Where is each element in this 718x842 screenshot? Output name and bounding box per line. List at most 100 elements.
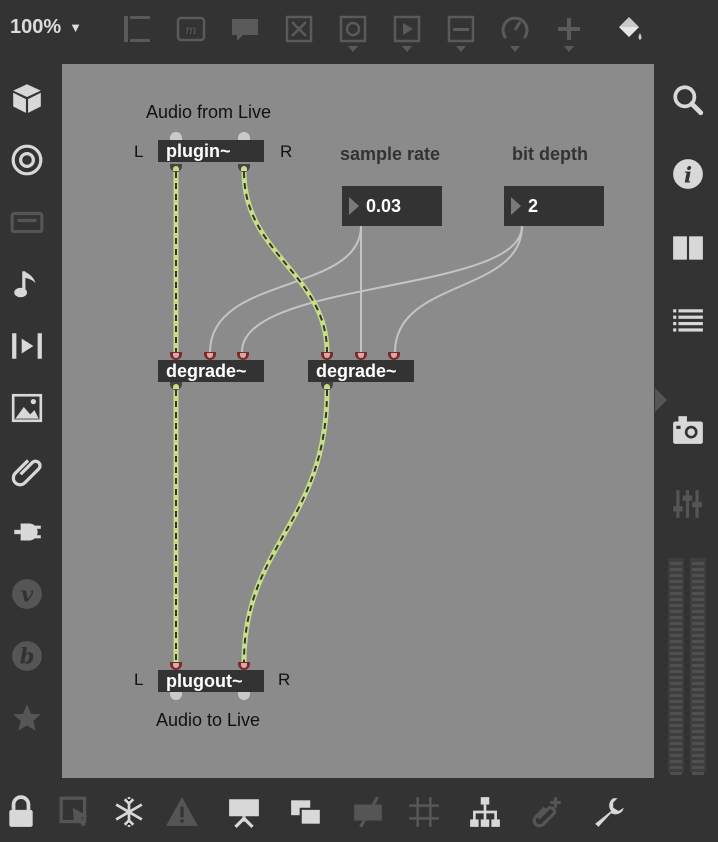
meter-segment <box>692 760 704 763</box>
bit-depth-number[interactable]: 2 <box>504 186 604 226</box>
plugout-outlet-r[interactable] <box>238 692 250 700</box>
meter-segment <box>692 610 704 613</box>
device-icon[interactable] <box>9 204 45 240</box>
sample-rate-number[interactable]: 0.03 <box>342 186 442 226</box>
add-attachment-icon[interactable] <box>529 794 565 830</box>
hierarchy-icon[interactable] <box>467 794 503 830</box>
degrade-left-inlet-2[interactable] <box>204 352 216 360</box>
no-device-icon[interactable] <box>350 794 386 830</box>
patcher-canvas[interactable]: Audio from Live L R plugin~ sample rate … <box>62 64 654 778</box>
meter-segment <box>670 616 682 619</box>
svg-text:m: m <box>185 23 196 37</box>
warning-icon[interactable] <box>164 794 200 830</box>
meter-segment <box>670 754 682 757</box>
degrade-left-inlet-1[interactable] <box>170 352 182 360</box>
svg-text:v: v <box>21 582 34 607</box>
meter-left <box>668 558 684 775</box>
toggle-icon[interactable] <box>282 12 316 46</box>
plugin-inlet-r[interactable] <box>238 132 250 140</box>
play-icon[interactable] <box>390 12 424 52</box>
label-r-top: R <box>280 142 293 161</box>
meter-segment <box>692 700 704 703</box>
target-icon[interactable] <box>9 142 45 178</box>
degrade-right-inlet-3[interactable] <box>388 352 400 360</box>
meter-segment <box>670 724 682 727</box>
svg-text:b: b <box>20 644 35 669</box>
number-arrow-icon <box>349 197 359 215</box>
meter-segment <box>692 586 704 589</box>
degrade-right-object[interactable]: degrade~ <box>308 360 414 382</box>
windows-icon[interactable] <box>288 794 324 830</box>
meter-segment <box>692 706 704 709</box>
degrade-left-object[interactable]: degrade~ <box>158 360 264 382</box>
meter-segment <box>692 634 704 637</box>
zoom-menu[interactable]: 100% ▼ <box>10 16 82 39</box>
degrade-left-inlet-3[interactable] <box>237 352 249 360</box>
meter-segment <box>692 676 704 679</box>
sample-rate-value: 0.03 <box>366 196 402 216</box>
package-icon[interactable] <box>9 80 45 116</box>
plugin-outlet-l[interactable] <box>170 164 182 172</box>
meter-segment <box>670 736 682 739</box>
dial-icon[interactable] <box>498 12 532 52</box>
meter-segment <box>692 574 704 577</box>
paperclip-icon[interactable] <box>9 452 45 488</box>
meter-segment <box>670 652 682 655</box>
lock-icon[interactable] <box>3 794 39 830</box>
music-note-icon[interactable] <box>9 266 45 302</box>
meter-segment <box>692 592 704 595</box>
degrade-right-inlet-2[interactable] <box>355 352 367 360</box>
chevron-down-icon: ▼ <box>69 20 83 35</box>
plugout-object[interactable]: plugout~ <box>158 670 264 692</box>
grid-icon[interactable] <box>406 794 442 830</box>
degrade-right-inlet-1[interactable] <box>321 352 333 360</box>
patch-cords <box>173 171 523 663</box>
mixer-icon[interactable] <box>670 486 706 522</box>
meter-segment <box>670 562 682 565</box>
meter-segment <box>692 748 704 751</box>
paint-bucket-icon[interactable] <box>612 12 646 46</box>
meter-segment <box>692 724 704 727</box>
meter-segment <box>670 688 682 691</box>
collapse-arrow-icon[interactable] <box>655 388 667 412</box>
slider-icon[interactable] <box>444 12 478 52</box>
degrade-left-label: degrade~ <box>166 361 247 381</box>
meter-segment <box>670 598 682 601</box>
degrade-right-outlet[interactable] <box>321 382 333 390</box>
presentation-mode-icon[interactable] <box>120 12 154 46</box>
comment-icon[interactable] <box>228 12 262 46</box>
camera-icon[interactable] <box>670 412 706 448</box>
plugin-inlet[interactable] <box>170 132 182 140</box>
wrench-icon[interactable] <box>591 794 627 830</box>
book-icon[interactable] <box>670 230 706 266</box>
search-icon[interactable] <box>670 82 706 118</box>
plugin-object[interactable]: plugin~ <box>158 140 264 162</box>
plugin-outlet-r[interactable] <box>238 164 250 172</box>
b-icon[interactable]: b <box>9 638 45 674</box>
cord-bitdepth-to-degrade-left <box>241 225 523 353</box>
button-icon[interactable] <box>336 12 370 52</box>
plugout-inlet-r[interactable] <box>238 662 250 670</box>
degrade-left-outlet[interactable] <box>170 382 182 390</box>
plus-icon[interactable] <box>552 12 586 52</box>
meter-segment <box>670 682 682 685</box>
meter-segment <box>692 604 704 607</box>
meter-segment <box>670 658 682 661</box>
freeze-icon[interactable] <box>111 794 147 830</box>
plugout-inlet-l[interactable] <box>170 662 182 670</box>
meter-segment <box>670 634 682 637</box>
meter-segment <box>692 742 704 745</box>
message-icon[interactable]: m <box>174 12 208 46</box>
plugout-outlet-l[interactable] <box>170 692 182 700</box>
star-icon[interactable] <box>9 700 45 736</box>
v-icon[interactable]: v <box>9 576 45 612</box>
meter-segment <box>670 676 682 679</box>
info-icon[interactable]: i <box>670 156 706 192</box>
plug-icon[interactable] <box>9 514 45 550</box>
meter-segment <box>692 622 704 625</box>
select-icon[interactable] <box>57 794 93 830</box>
image-icon[interactable] <box>9 390 45 426</box>
list-icon[interactable] <box>670 304 706 340</box>
presentation-icon[interactable] <box>226 794 262 830</box>
media-icon[interactable] <box>9 328 45 364</box>
